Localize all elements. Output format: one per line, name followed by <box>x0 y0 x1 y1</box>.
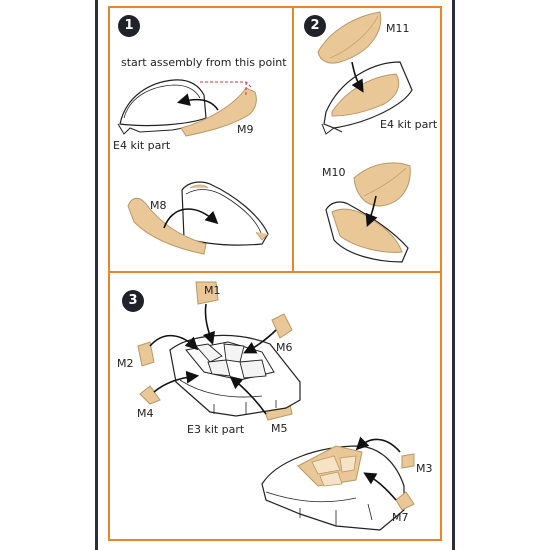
e3-kit-part-lower <box>261 445 405 531</box>
label-m10: M10 <box>322 166 346 179</box>
label-m9: M9 <box>237 123 254 136</box>
step-1-bottom-canopy <box>181 181 269 246</box>
label-m6: M6 <box>276 341 293 354</box>
mask-m6 <box>271 313 293 339</box>
right-edge-bar <box>452 0 455 550</box>
mask-m1 <box>195 281 219 305</box>
label-e4-kit-part-step2: E4 kit part <box>380 118 438 131</box>
step-2-badge: 2 <box>304 15 326 37</box>
label-m3: M3 <box>416 462 433 475</box>
start-point-indicator <box>200 81 253 96</box>
arrow-m1 <box>202 303 216 346</box>
arrow-m3 <box>355 436 401 453</box>
label-m4: M4 <box>137 407 154 420</box>
arrow-m10 <box>365 195 378 227</box>
mask-m11 <box>317 11 382 64</box>
arrow-m6 <box>243 329 277 354</box>
step-3-badge: 3 <box>122 290 144 312</box>
mask-m4 <box>139 385 161 405</box>
label-m11: M11 <box>386 22 410 35</box>
arrow-m9 <box>176 93 219 111</box>
step-1-badge: 1 <box>118 15 140 37</box>
mask-m3 <box>401 453 415 469</box>
mask-m7 <box>395 491 415 511</box>
step-2-top-canopy <box>321 61 413 135</box>
step-2-bottom-canopy <box>325 201 409 263</box>
arrow-m8 <box>163 208 219 229</box>
arrow-m7 <box>363 472 397 501</box>
label-m1: M1 <box>204 284 221 297</box>
arrow-m5 <box>229 375 267 415</box>
label-e3-kit-part: E3 kit part <box>187 423 245 436</box>
label-m7: M7 <box>392 511 409 524</box>
start-assembly-note: start assembly from this point <box>121 56 287 69</box>
mask-m10 <box>353 162 411 207</box>
step-1-top-canopy <box>117 79 207 135</box>
label-m5: M5 <box>271 422 288 435</box>
mask-m8 <box>127 197 207 255</box>
mask-m9 <box>180 87 257 137</box>
left-edge-bar <box>95 0 98 550</box>
label-e4-kit-part-step1: E4 kit part <box>113 139 171 152</box>
mask-m2 <box>137 341 155 367</box>
arrow-m4 <box>153 370 200 393</box>
label-m8: M8 <box>150 199 167 212</box>
label-m2: M2 <box>117 357 134 370</box>
arrow-m2 <box>149 334 199 351</box>
arrow-m11 <box>351 61 364 93</box>
